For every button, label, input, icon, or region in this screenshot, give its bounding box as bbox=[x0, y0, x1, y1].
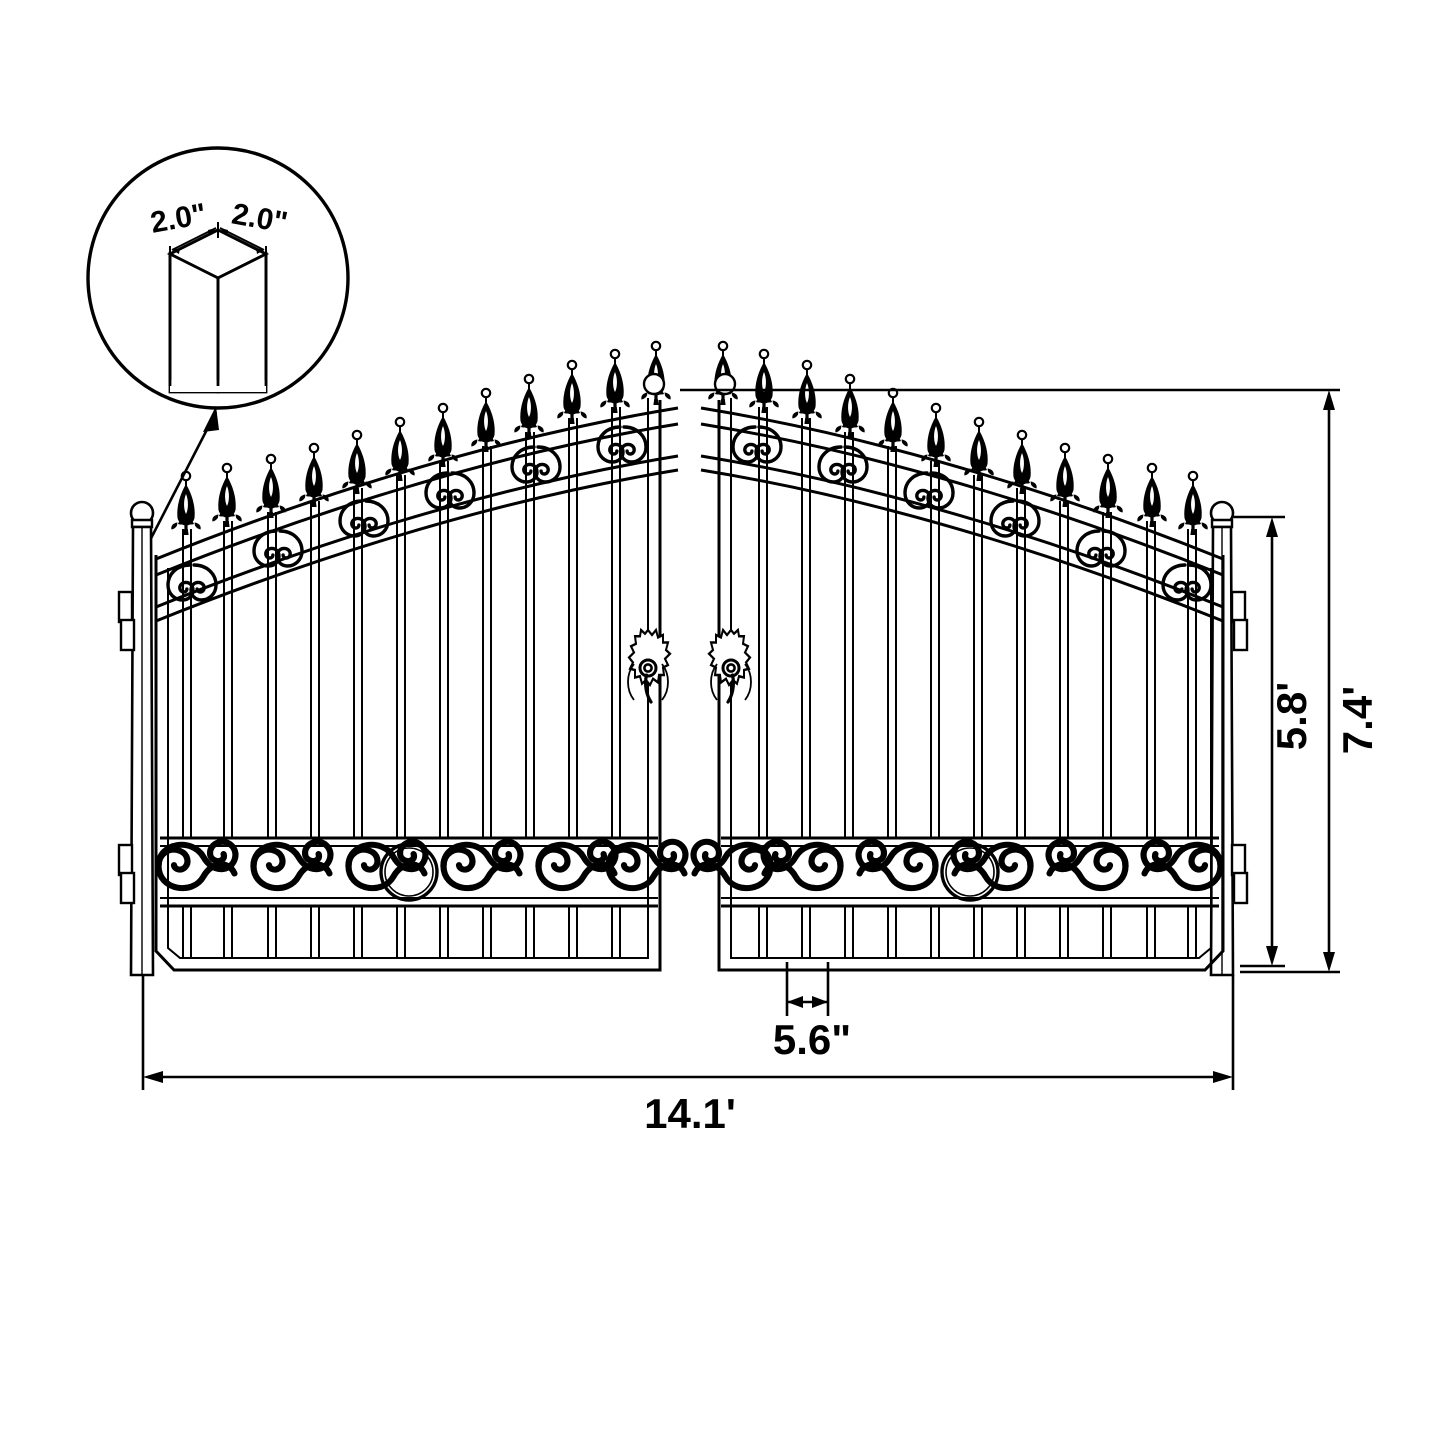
arch-rail-inner2-left bbox=[155, 468, 679, 623]
overall-width-label: 14.1' bbox=[644, 1090, 736, 1137]
overall-height-label: 7.4' bbox=[1334, 686, 1381, 754]
picket-spacing-label: 5.6" bbox=[773, 1016, 851, 1063]
center-stile-cap-left bbox=[642, 372, 666, 396]
dimension-leaf-height: 5.8' bbox=[1232, 515, 1315, 968]
detail-leader-line bbox=[143, 406, 219, 551]
picket-group-right-upper bbox=[758, 407, 1197, 838]
picket-group-left-lower bbox=[182, 906, 621, 958]
dimension-overall-width: 14.1' bbox=[141, 975, 1235, 1137]
lower-scroll-band-right bbox=[694, 842, 1221, 902]
picket-group-left-upper bbox=[182, 407, 621, 838]
arch-rail-inner2-right bbox=[700, 468, 1224, 623]
gate-assembly bbox=[117, 340, 1249, 977]
band-center-ring-left bbox=[379, 842, 439, 902]
dimension-overall-height: 7.4' bbox=[680, 388, 1381, 974]
gate-leaf-right bbox=[694, 340, 1225, 972]
hinge-left-lower bbox=[117, 843, 136, 905]
post-isometric-view bbox=[166, 228, 270, 394]
arch-rail-outer2-left bbox=[155, 422, 679, 577]
detail-dimension-lines bbox=[169, 222, 267, 258]
arch-rail-outer-left bbox=[155, 406, 679, 561]
leaf-height-label: 5.8' bbox=[1268, 682, 1315, 750]
lower-scroll-band-left bbox=[159, 842, 686, 902]
hinge-right-lower bbox=[1230, 843, 1249, 905]
hinge-right-upper bbox=[1230, 590, 1249, 652]
dimension-picket-spacing: 5.6" bbox=[773, 962, 851, 1063]
post-cross-section-detail: 2.0" 2.0" bbox=[86, 146, 350, 560]
gate-leaf-left bbox=[154, 340, 686, 972]
band-center-ring-right bbox=[940, 842, 1000, 902]
arch-rail-outer2-right bbox=[700, 422, 1224, 577]
hinge-left-upper bbox=[117, 590, 136, 652]
picket-group-right-lower bbox=[758, 906, 1197, 958]
arch-rail-outer-right bbox=[700, 406, 1224, 561]
gate-post-left bbox=[117, 500, 155, 977]
